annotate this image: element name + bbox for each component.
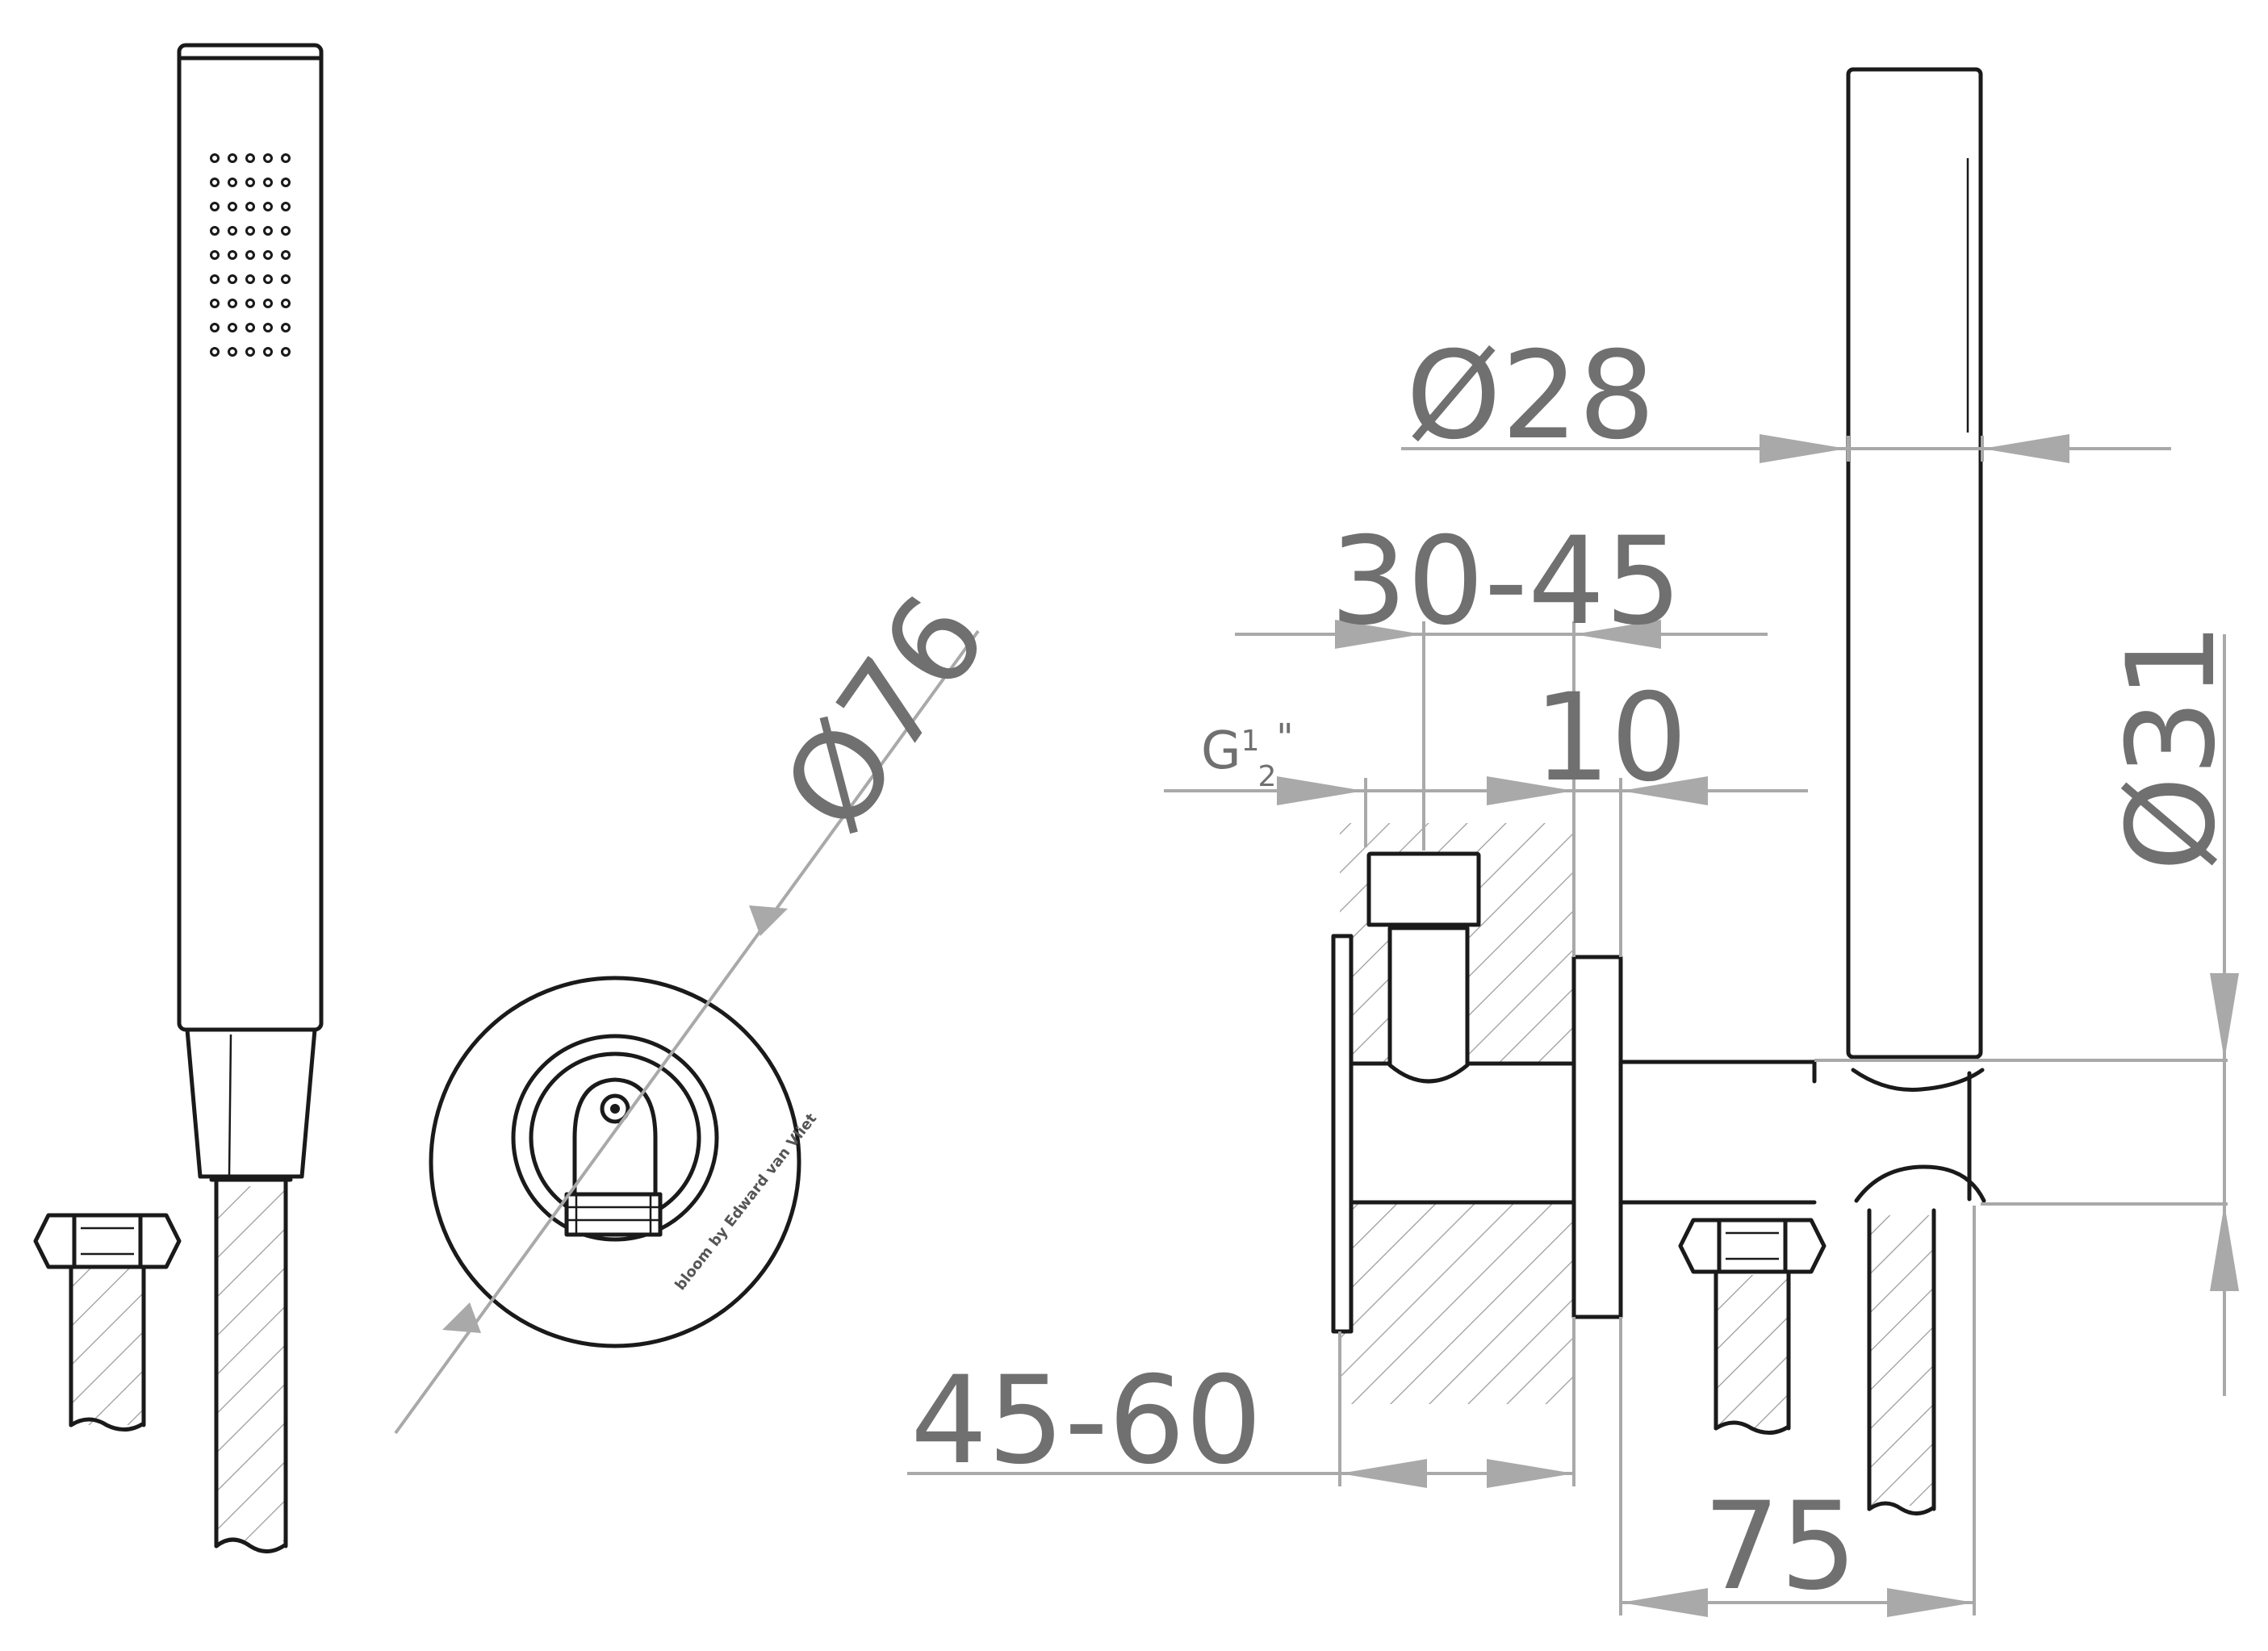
shower-hose: [209, 1177, 293, 1553]
label-45-60: 45-60: [910, 1351, 1262, 1491]
nozzle-hole: [263, 178, 273, 187]
wall-plate-front-view: bloom by Edward van Vliet: [429, 976, 820, 1348]
label-diameter-28: Ø28: [1406, 326, 1655, 466]
nozzle-hole: [281, 299, 291, 308]
wall-plate-disc: [429, 976, 801, 1348]
nozzle-hole: [263, 250, 273, 260]
nozzle-hole: [281, 202, 291, 211]
nozzle-hole: [210, 178, 220, 187]
holder-arm: [1618, 1060, 1817, 1205]
nozzle-hole: [245, 250, 255, 260]
nozzle-hole: [245, 153, 255, 163]
nozzle-hole: [245, 202, 255, 211]
label-diameter-31: Ø31: [2102, 622, 2242, 871]
hose-right: [1867, 1208, 1936, 1515]
shower-head-side: [1846, 67, 1983, 1060]
nozzle-hole: [245, 274, 255, 284]
nozzle-grid: [210, 153, 291, 357]
dimension-10: 10: [1164, 668, 1808, 957]
nozzle-hole: [228, 347, 237, 357]
supply-pipe-top: [1366, 851, 1481, 1084]
nozzle-hole: [245, 178, 255, 187]
label-30-45: 30-45: [1330, 512, 1682, 652]
nozzle-hole: [210, 226, 220, 236]
nozzle-hole: [281, 178, 291, 187]
nozzle-hole: [228, 153, 237, 163]
dimension-45-60: 45-60: [907, 1317, 1575, 1491]
nozzle-hole: [263, 226, 273, 236]
label-diameter-76: Ø76: [756, 571, 1015, 856]
nozzle-hole: [228, 250, 237, 260]
nozzle-hole: [228, 226, 237, 236]
nozzle-hole: [228, 299, 237, 308]
nozzle-hole: [210, 347, 220, 357]
hand-shower-front-view: [33, 43, 324, 1553]
nozzle-hole: [263, 299, 273, 308]
nozzle-hole: [263, 323, 273, 332]
nozzle-hole: [210, 299, 220, 308]
nozzle-hole: [263, 202, 273, 211]
nozzle-hole: [281, 323, 291, 332]
shower-head-body: [177, 43, 324, 1032]
hex-nut-right: [1678, 1218, 1827, 1435]
nozzle-hole: [245, 347, 255, 357]
nozzle-hole: [228, 274, 237, 284]
nozzle-hole: [210, 274, 220, 284]
dimension-diameter-28: Ø28: [1401, 326, 2171, 466]
nozzle-hole: [245, 299, 255, 308]
nozzle-hole: [281, 153, 291, 163]
nozzle-hole: [228, 178, 237, 187]
nozzle-hole: [210, 153, 220, 163]
nozzle-hole: [263, 153, 273, 163]
nozzle-hole: [210, 323, 220, 332]
nozzle-hole: [281, 226, 291, 236]
nozzle-hole: [245, 226, 255, 236]
nozzle-hole: [210, 202, 220, 211]
mounting-flange: [1331, 934, 1354, 1334]
dimension-diameter-31: Ø31: [1814, 622, 2242, 1396]
label-10: 10: [1534, 668, 1688, 809]
hex-nut-left: [33, 1213, 182, 1432]
nozzle-hole: [228, 202, 237, 211]
nozzle-hole: [263, 274, 273, 284]
nozzle-hole: [281, 274, 291, 284]
holder-cup: [1851, 1068, 1985, 1092]
nozzle-hole: [281, 250, 291, 260]
nozzle-hole: [281, 347, 291, 357]
dimension-75: 75: [1619, 1206, 1976, 1617]
side-section-view: [1331, 67, 1986, 1515]
label-75: 75: [1703, 1477, 1857, 1617]
nozzle-hole: [245, 323, 255, 332]
shower-cone: [185, 1027, 317, 1179]
nozzle-hole: [210, 250, 220, 260]
nozzle-hole: [263, 347, 273, 357]
nozzle-hole: [228, 323, 237, 332]
valve-body: [1349, 1061, 1584, 1205]
cover-plate: [1571, 955, 1623, 1319]
